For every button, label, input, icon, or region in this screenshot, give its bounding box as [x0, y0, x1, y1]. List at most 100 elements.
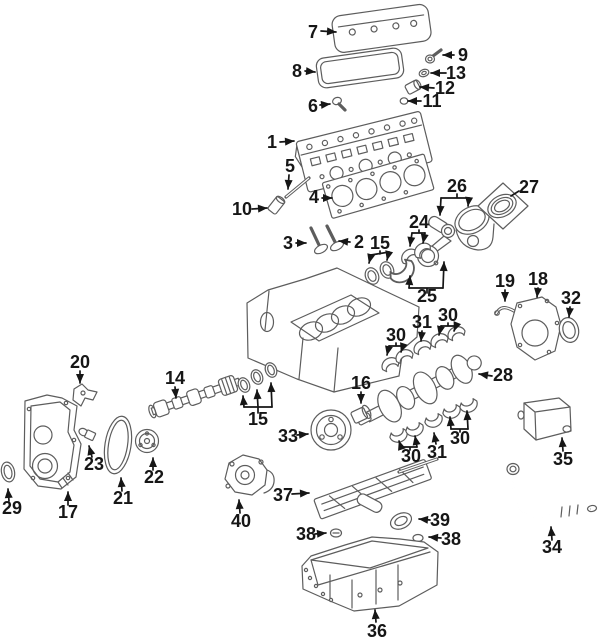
callout-36: 36: [367, 609, 387, 640]
callouts: 7 8 6 9 13 12 11 1 5 10 4 3 2 15 26 27 2…: [2, 22, 581, 640]
callout-40: 40: [231, 499, 251, 531]
callout-label: 5: [285, 156, 295, 176]
callout-16: 16: [351, 373, 371, 404]
callout-19: 19: [495, 271, 515, 302]
callout-label: 30: [401, 446, 421, 466]
callout-label: 38: [441, 529, 461, 549]
callout-label: 40: [231, 511, 251, 531]
part-camshaft: [148, 375, 242, 419]
callout-label: 2: [354, 232, 364, 252]
part-intake-valve: [325, 224, 345, 252]
callout-label: 37: [273, 485, 293, 505]
callout-label: 10: [232, 199, 252, 219]
callout-label: 17: [58, 502, 78, 522]
callout-label: 28: [493, 365, 513, 385]
part-valve-lifter: [267, 195, 286, 215]
callout-label: 11: [422, 91, 441, 111]
callout-label: 39: [430, 510, 450, 530]
callout-37: 37: [273, 485, 310, 505]
callout-label: 13: [446, 63, 466, 83]
callout-label: 24: [409, 212, 429, 232]
part-bracket: [72, 383, 98, 407]
part-oil-pan: [301, 536, 439, 612]
callout-label: 23: [84, 454, 104, 474]
callout-38-left: 38: [296, 524, 327, 544]
callout-9: 9: [442, 45, 468, 65]
callout-30-upper-left: 30: [385, 325, 408, 356]
callout-30-upper-right: 30: [437, 305, 462, 336]
callout-33: 33: [278, 426, 309, 446]
part-pushrod: [284, 176, 311, 199]
part-cam-bearings: [237, 362, 278, 393]
callout-3: 3: [283, 233, 307, 253]
callout-label: 32: [561, 288, 581, 308]
callout-label: 38: [296, 524, 316, 544]
part-cylinder-head: [294, 111, 433, 193]
callout-11: 11: [407, 91, 442, 111]
part-balancer: [310, 409, 352, 451]
callout-5: 5: [284, 156, 295, 190]
callout-label: 34: [542, 537, 562, 557]
callout-label: 4: [309, 187, 319, 207]
part-plug-left: [329, 528, 343, 538]
callout-18: 18: [528, 269, 548, 298]
callout-label: 25: [417, 286, 437, 306]
callout-39: 39: [418, 510, 450, 530]
part-rear-cover: [510, 296, 562, 361]
callout-label: 9: [458, 45, 468, 65]
callout-label: 21: [113, 488, 133, 508]
callout-label: 33: [278, 426, 298, 446]
part-pickup-tube: [356, 493, 413, 530]
callout-26: 26: [436, 176, 474, 216]
callout-label: 29: [2, 498, 22, 518]
callout-7: 7: [308, 22, 337, 42]
part-valve-cover-gasket: [315, 47, 405, 89]
callout-label: 20: [70, 352, 90, 372]
callout-label: 36: [367, 621, 387, 640]
callout-label: 27: [519, 177, 539, 197]
callout-15-lower: 15: [239, 382, 276, 429]
callout-label: 30: [438, 305, 458, 325]
callout-8: 8: [292, 61, 316, 81]
part-piston-rings: [477, 182, 529, 230]
part-timing-chain: [103, 415, 133, 475]
callout-20: 20: [70, 352, 90, 384]
callout-label: 19: [495, 271, 515, 291]
part-windage-tray: [313, 457, 439, 520]
callout-label: 30: [450, 428, 470, 448]
callout-30-lower-left: 30: [398, 435, 421, 466]
callout-30-lower-right: 30: [446, 410, 472, 448]
callout-6: 6: [308, 96, 331, 116]
part-nut: [399, 97, 409, 105]
callout-label: 26: [447, 176, 467, 196]
part-grommet: [332, 96, 347, 112]
callout-label: 6: [308, 96, 318, 116]
callout-4: 4: [309, 187, 333, 207]
part-exhaust-valve: [309, 226, 329, 255]
callout-27: 27: [510, 177, 539, 197]
callout-2: 2: [338, 232, 364, 252]
callout-label: 30: [386, 325, 406, 345]
callout-24: 24: [407, 212, 429, 247]
part-valve-cover: [331, 3, 432, 53]
callout-35: 35: [553, 437, 573, 469]
callout-22: 22: [144, 457, 164, 487]
part-washer: [418, 68, 430, 78]
callout-13: 13: [430, 63, 466, 83]
part-oil-pump: [224, 454, 275, 496]
callout-32: 32: [561, 288, 581, 318]
callout-label: 35: [553, 449, 573, 469]
callout-label: 8: [292, 61, 302, 81]
callout-21: 21: [113, 477, 133, 508]
callout-label: 15: [370, 233, 390, 253]
callout-label: 22: [144, 467, 164, 487]
callout-38-right: 38: [428, 529, 461, 549]
part-front-cover: [23, 394, 82, 490]
part-engine-block: [246, 267, 420, 393]
engine-artwork: [0, 3, 598, 612]
part-crank-key: [350, 404, 372, 424]
part-bolt: [424, 48, 443, 64]
callout-14: 14: [165, 368, 185, 399]
